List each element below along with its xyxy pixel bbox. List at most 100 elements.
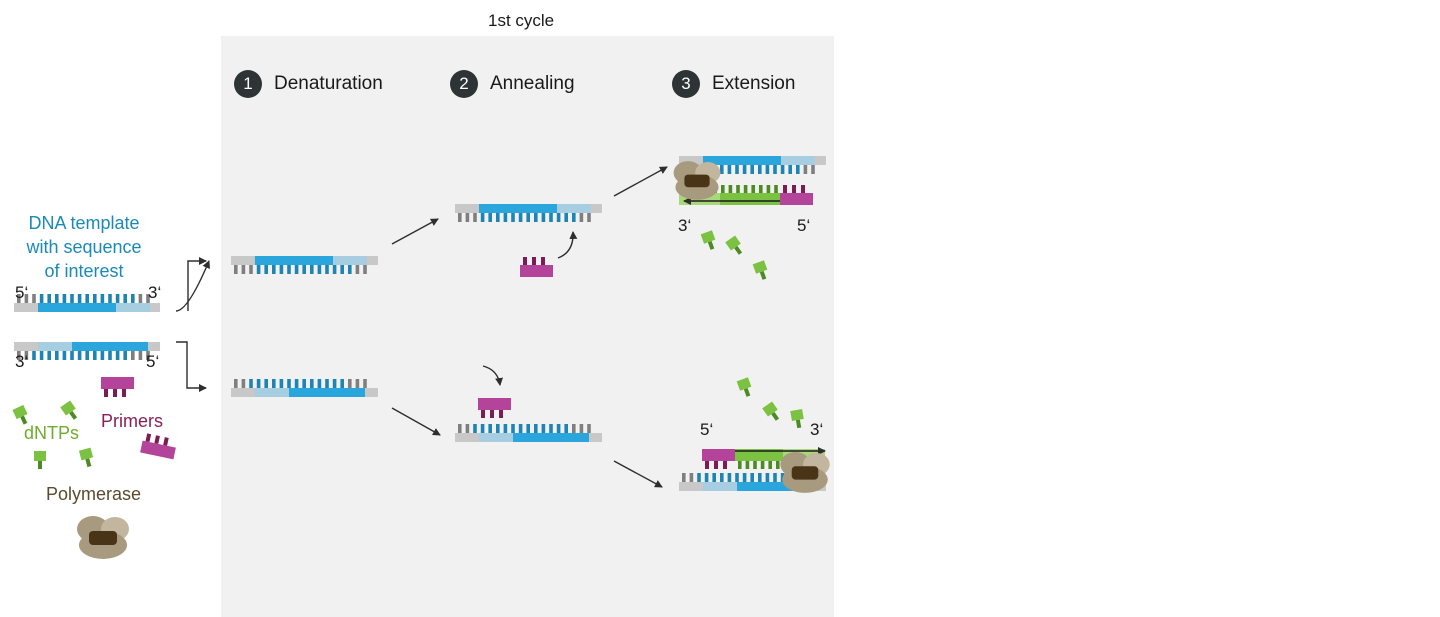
primer-base bbox=[113, 389, 117, 397]
legend-dntp-1 bbox=[12, 404, 28, 425]
strand-region bbox=[255, 256, 333, 265]
strand-base bbox=[526, 424, 530, 433]
template-bottom-3prime: 3‘ bbox=[15, 352, 29, 371]
strand-region bbox=[703, 482, 737, 491]
legend-polymerase: Polymerase bbox=[46, 484, 142, 504]
ext-top-dntp-3 bbox=[752, 260, 768, 280]
strand-base bbox=[47, 294, 51, 303]
strand-base bbox=[458, 424, 462, 433]
strand-base bbox=[534, 424, 538, 433]
step-number-1: 1 bbox=[234, 70, 262, 98]
anneal-top-strand bbox=[455, 204, 602, 222]
primer-body bbox=[478, 398, 511, 410]
strand-base bbox=[480, 213, 485, 222]
polymerase-cleft bbox=[791, 466, 819, 480]
strand-base bbox=[796, 165, 800, 174]
dntp-body bbox=[736, 377, 752, 391]
strand-base bbox=[302, 379, 306, 388]
strand-base bbox=[85, 351, 89, 360]
ext-bottom-primer bbox=[702, 449, 735, 469]
strand-base bbox=[241, 265, 246, 274]
strand-base bbox=[704, 473, 709, 482]
strand-base bbox=[511, 424, 515, 433]
strand-base bbox=[131, 294, 135, 303]
strand-base bbox=[108, 294, 112, 303]
ext-bottom-dntp-2 bbox=[762, 401, 780, 421]
strand-base bbox=[294, 379, 299, 388]
strand-base bbox=[256, 265, 261, 274]
dntp-body bbox=[34, 451, 46, 461]
strand-base bbox=[541, 213, 546, 222]
new-strand-base bbox=[760, 461, 765, 469]
strand-base bbox=[518, 424, 523, 433]
primer-base bbox=[714, 461, 718, 469]
strand-base bbox=[712, 473, 716, 482]
strand-base bbox=[234, 379, 238, 388]
dntp-base bbox=[20, 415, 28, 425]
primer-base bbox=[532, 257, 536, 265]
strand-base bbox=[55, 351, 59, 360]
template-bottom-5prime: 5‘ bbox=[146, 352, 160, 371]
arrow-primer-approach-bottom bbox=[482, 365, 504, 386]
primer-base bbox=[705, 461, 709, 469]
strand-base bbox=[720, 473, 724, 482]
new-strand-body bbox=[720, 193, 780, 205]
strand-base bbox=[249, 379, 253, 388]
strand-base bbox=[340, 265, 344, 274]
strand-base bbox=[480, 424, 485, 433]
legend-primers: Primers bbox=[101, 411, 163, 431]
strand-base bbox=[564, 424, 568, 433]
strand-base bbox=[70, 294, 74, 303]
primer-base bbox=[792, 185, 796, 193]
ext-top-polymerase bbox=[673, 161, 721, 200]
dntp-base bbox=[38, 461, 42, 469]
strand-base bbox=[294, 265, 299, 274]
strand-base bbox=[518, 213, 523, 222]
strand-base bbox=[24, 294, 29, 303]
strand-base bbox=[473, 213, 477, 222]
primer-base bbox=[541, 257, 545, 265]
legend-dntps: dNTPs bbox=[24, 423, 80, 443]
primer-base bbox=[145, 433, 152, 443]
primer-base bbox=[723, 461, 727, 469]
strand-base bbox=[765, 165, 770, 174]
strand-region bbox=[255, 388, 289, 397]
strand-base bbox=[146, 351, 150, 360]
strand-base bbox=[511, 213, 515, 222]
template-label-line1: DNA template bbox=[28, 213, 140, 233]
strand-base bbox=[332, 379, 337, 388]
strand-base bbox=[17, 351, 21, 360]
strand-base bbox=[256, 379, 261, 388]
strand-base bbox=[572, 213, 576, 222]
ext-bottom-5prime: 5‘ bbox=[700, 420, 714, 439]
strand-base bbox=[264, 265, 268, 274]
new-strand-base bbox=[774, 185, 778, 193]
new-strand-base bbox=[738, 461, 742, 469]
strand-base bbox=[564, 213, 568, 222]
new-strand-base bbox=[743, 185, 748, 193]
strand-base bbox=[556, 213, 561, 222]
new-strand-body bbox=[735, 449, 783, 461]
dntp-base bbox=[771, 411, 780, 421]
strand-base bbox=[465, 424, 470, 433]
new-strand-base bbox=[745, 461, 750, 469]
strand-base bbox=[549, 213, 553, 222]
legend-dntp-3 bbox=[34, 451, 46, 469]
strand-base bbox=[765, 473, 770, 482]
primer-body bbox=[520, 265, 553, 277]
strand-region bbox=[479, 204, 557, 213]
strand-base bbox=[579, 424, 584, 433]
step-name-extension: Extension bbox=[712, 73, 796, 94]
new-strand-base bbox=[768, 461, 772, 469]
strand-base bbox=[587, 213, 591, 222]
strand-base bbox=[47, 351, 51, 360]
strand-base bbox=[735, 165, 739, 174]
new-strand-base bbox=[766, 185, 771, 193]
strand-base bbox=[496, 424, 500, 433]
dntp-body bbox=[752, 260, 768, 274]
strand-base bbox=[279, 265, 284, 274]
dntp-base bbox=[69, 410, 78, 420]
strand-base bbox=[39, 351, 44, 360]
ext-top-3prime: 3‘ bbox=[678, 216, 692, 235]
primer-body bbox=[140, 440, 176, 460]
